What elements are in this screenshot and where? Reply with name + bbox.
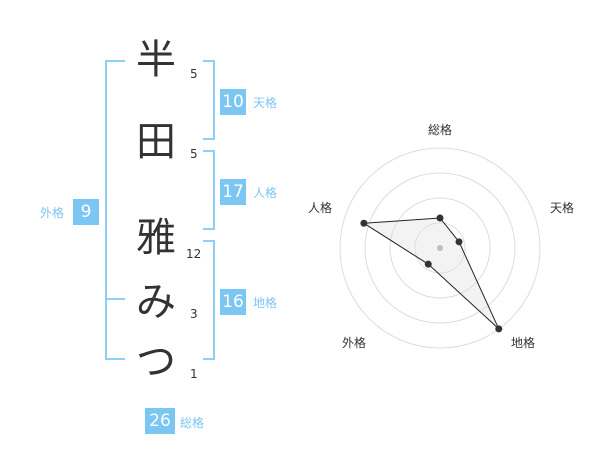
radar-ring: [389, 197, 491, 299]
radar-axis-chikaku: 地格: [511, 336, 536, 350]
radar-points: [360, 214, 503, 333]
name-char-2: 田: [136, 119, 176, 165]
stroke-count-1: 5: [190, 67, 198, 81]
chikaku-bracket: [203, 240, 215, 360]
gaikaku-value: 9: [73, 199, 99, 225]
gaikaku-label: 外格: [40, 206, 65, 220]
radar-ring: [364, 172, 516, 324]
jinkaku-label: 人格: [253, 186, 278, 200]
tenkaku-label: 天格: [253, 96, 278, 110]
stroke-count-2: 5: [190, 147, 198, 161]
radar-point: [495, 325, 503, 333]
soukaku-value: 26: [145, 408, 175, 434]
radar-axis-jinkaku: 人格: [308, 201, 333, 215]
jinkaku-value: 17: [220, 179, 246, 205]
name-char-1: 半: [136, 37, 176, 83]
radar-center: [437, 245, 443, 251]
radar-point: [436, 214, 444, 222]
stroke-count-5: 1: [190, 367, 198, 381]
radar-axis-gaikaku: 外格: [342, 336, 367, 350]
radar-point: [424, 260, 432, 268]
name-char-3: 雅: [136, 215, 176, 261]
stroke-count-3: 12: [186, 247, 202, 261]
jinkaku-bracket: [203, 150, 215, 230]
soukaku-label: 総格: [180, 416, 205, 430]
radar-point: [360, 219, 368, 227]
radar-axis-tenkaku: 天格: [550, 201, 575, 215]
tenkaku-bracket: [203, 60, 215, 140]
name-char-4: み: [136, 279, 176, 325]
stroke-count-4: 3: [190, 307, 198, 321]
gaikaku-bracket: [105, 60, 125, 360]
name-char-5: つ: [136, 339, 176, 385]
chikaku-label: 地格: [253, 296, 278, 310]
radar-polygon: [362, 217, 500, 330]
radar-axis-soukaku: 総格: [428, 123, 453, 137]
radar-ring: [414, 222, 466, 274]
radar-point: [455, 238, 463, 246]
tenkaku-value: 10: [220, 89, 246, 115]
radar-ring: [339, 147, 541, 349]
gaikaku-bracket-mid: [105, 298, 125, 300]
radar-rings: [339, 147, 541, 349]
chikaku-value: 16: [220, 289, 246, 315]
